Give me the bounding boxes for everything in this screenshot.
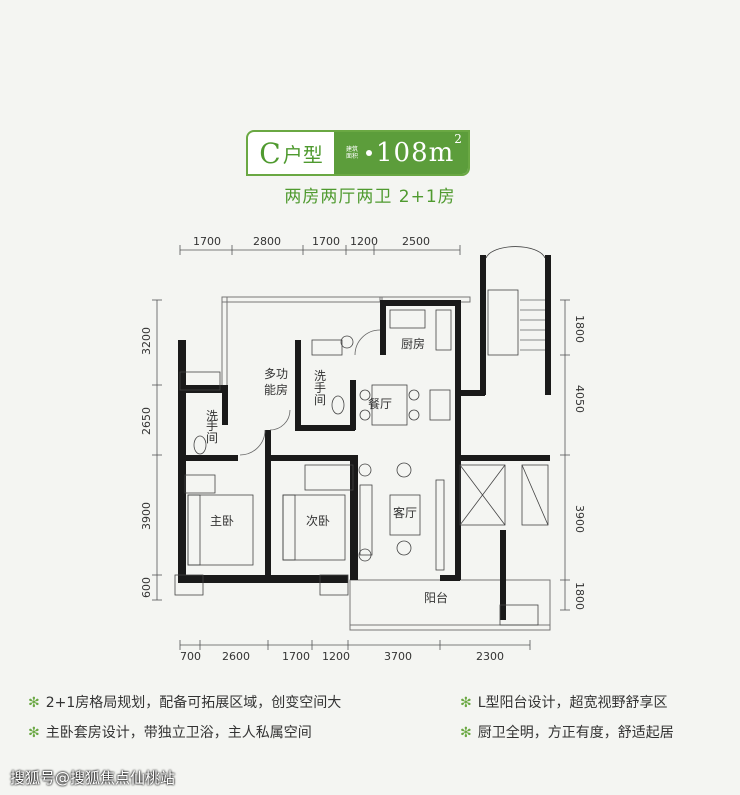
dim-top-1: 1700 <box>193 235 221 248</box>
room-multi-function-2: 能房 <box>264 382 288 397</box>
feature-3: ✻L型阳台设计，超宽视野舒享区 <box>460 695 668 711</box>
dim-bottom-2: 2600 <box>222 650 250 663</box>
room-labels: 多功 能房 厨房 餐厅 洗 手 间 洗 手 间 主卧 次卧 客厅 阳台 <box>206 336 448 605</box>
dimension-labels: 1700 2800 1700 1200 2500 700 2600 1700 1… <box>140 235 586 663</box>
room-wash-mid-2: 手 <box>314 381 326 395</box>
dim-left-1: 3200 <box>140 327 153 355</box>
stair-core <box>174 246 549 626</box>
room-balcony: 阳台 <box>424 590 448 605</box>
area-caption-bottom: 面积 <box>346 153 359 160</box>
room-wash-left-3: 间 <box>206 431 218 445</box>
dot-icon <box>366 150 372 156</box>
dim-top-5: 2500 <box>402 235 430 248</box>
feature-4: ✻厨卫全明，方正有度，舒适起居 <box>460 725 674 741</box>
dim-top-2: 2800 <box>253 235 281 248</box>
feature-bullet-icon: ✻ <box>460 725 472 741</box>
dim-bottom-6: 2300 <box>476 650 504 663</box>
dim-right-2: 4050 <box>573 385 586 413</box>
room-wash-mid-3: 间 <box>314 393 326 407</box>
feature-2: ✻主卧套房设计，带独立卫浴，主人私属空间 <box>28 725 312 741</box>
dim-bottom-3: 1700 <box>282 650 310 663</box>
room-second-bedroom: 次卧 <box>306 514 330 528</box>
unit-type-label: C 户型 <box>248 132 334 174</box>
unit-label: 户型 <box>282 142 323 167</box>
dim-right-4: 1800 <box>573 582 586 610</box>
feature-bullet-icon: ✻ <box>28 725 40 741</box>
room-kitchen: 厨房 <box>401 336 425 351</box>
dimension-lines <box>152 245 570 650</box>
unit-type-badge: C 户型 建筑 面积 108m2 <box>246 130 470 176</box>
feature-bullet-icon: ✻ <box>28 695 40 711</box>
dim-right-3: 3900 <box>573 505 586 533</box>
room-wash-mid-1: 洗 <box>314 369 326 383</box>
dim-bottom-5: 3700 <box>384 650 412 663</box>
area-caption-top: 建筑 <box>346 146 359 153</box>
room-master-bedroom: 主卧 <box>210 514 234 528</box>
dim-left-2: 2650 <box>140 407 153 435</box>
watermark: 搜狐号@搜狐焦点仙桃站 <box>10 769 176 787</box>
area-superscript: 2 <box>454 132 463 146</box>
feature-bullet-icon: ✻ <box>460 695 472 711</box>
layout-subtitle: 两房两厅两卫 2+1房 <box>284 187 456 207</box>
dim-top-3: 1700 <box>312 235 340 248</box>
room-living: 客厅 <box>393 505 417 520</box>
room-dining: 餐厅 <box>368 396 392 411</box>
unit-letter: C <box>259 136 281 170</box>
area-caption: 建筑 面积 <box>346 146 362 160</box>
walls <box>178 255 551 620</box>
room-multi-function-1: 多功 <box>264 367 288 381</box>
dim-bottom-4: 1200 <box>322 650 350 663</box>
door-swings <box>239 329 381 456</box>
area-value: 108m2 <box>376 132 463 168</box>
area-block: 建筑 面积 108m2 <box>334 132 468 174</box>
dim-left-3: 3900 <box>140 502 153 530</box>
feature-1: ✻2+1房格局规划，配备可拓展区域，创变空间大 <box>28 695 342 711</box>
room-wash-left-2: 手 <box>206 419 218 433</box>
dim-bottom-1: 700 <box>180 650 201 663</box>
room-wash-left-1: 洗 <box>206 409 218 423</box>
dim-left-4: 600 <box>140 577 153 598</box>
dim-top-4: 1200 <box>350 235 378 248</box>
dim-right-1: 1800 <box>573 315 586 343</box>
furniture <box>184 309 452 571</box>
